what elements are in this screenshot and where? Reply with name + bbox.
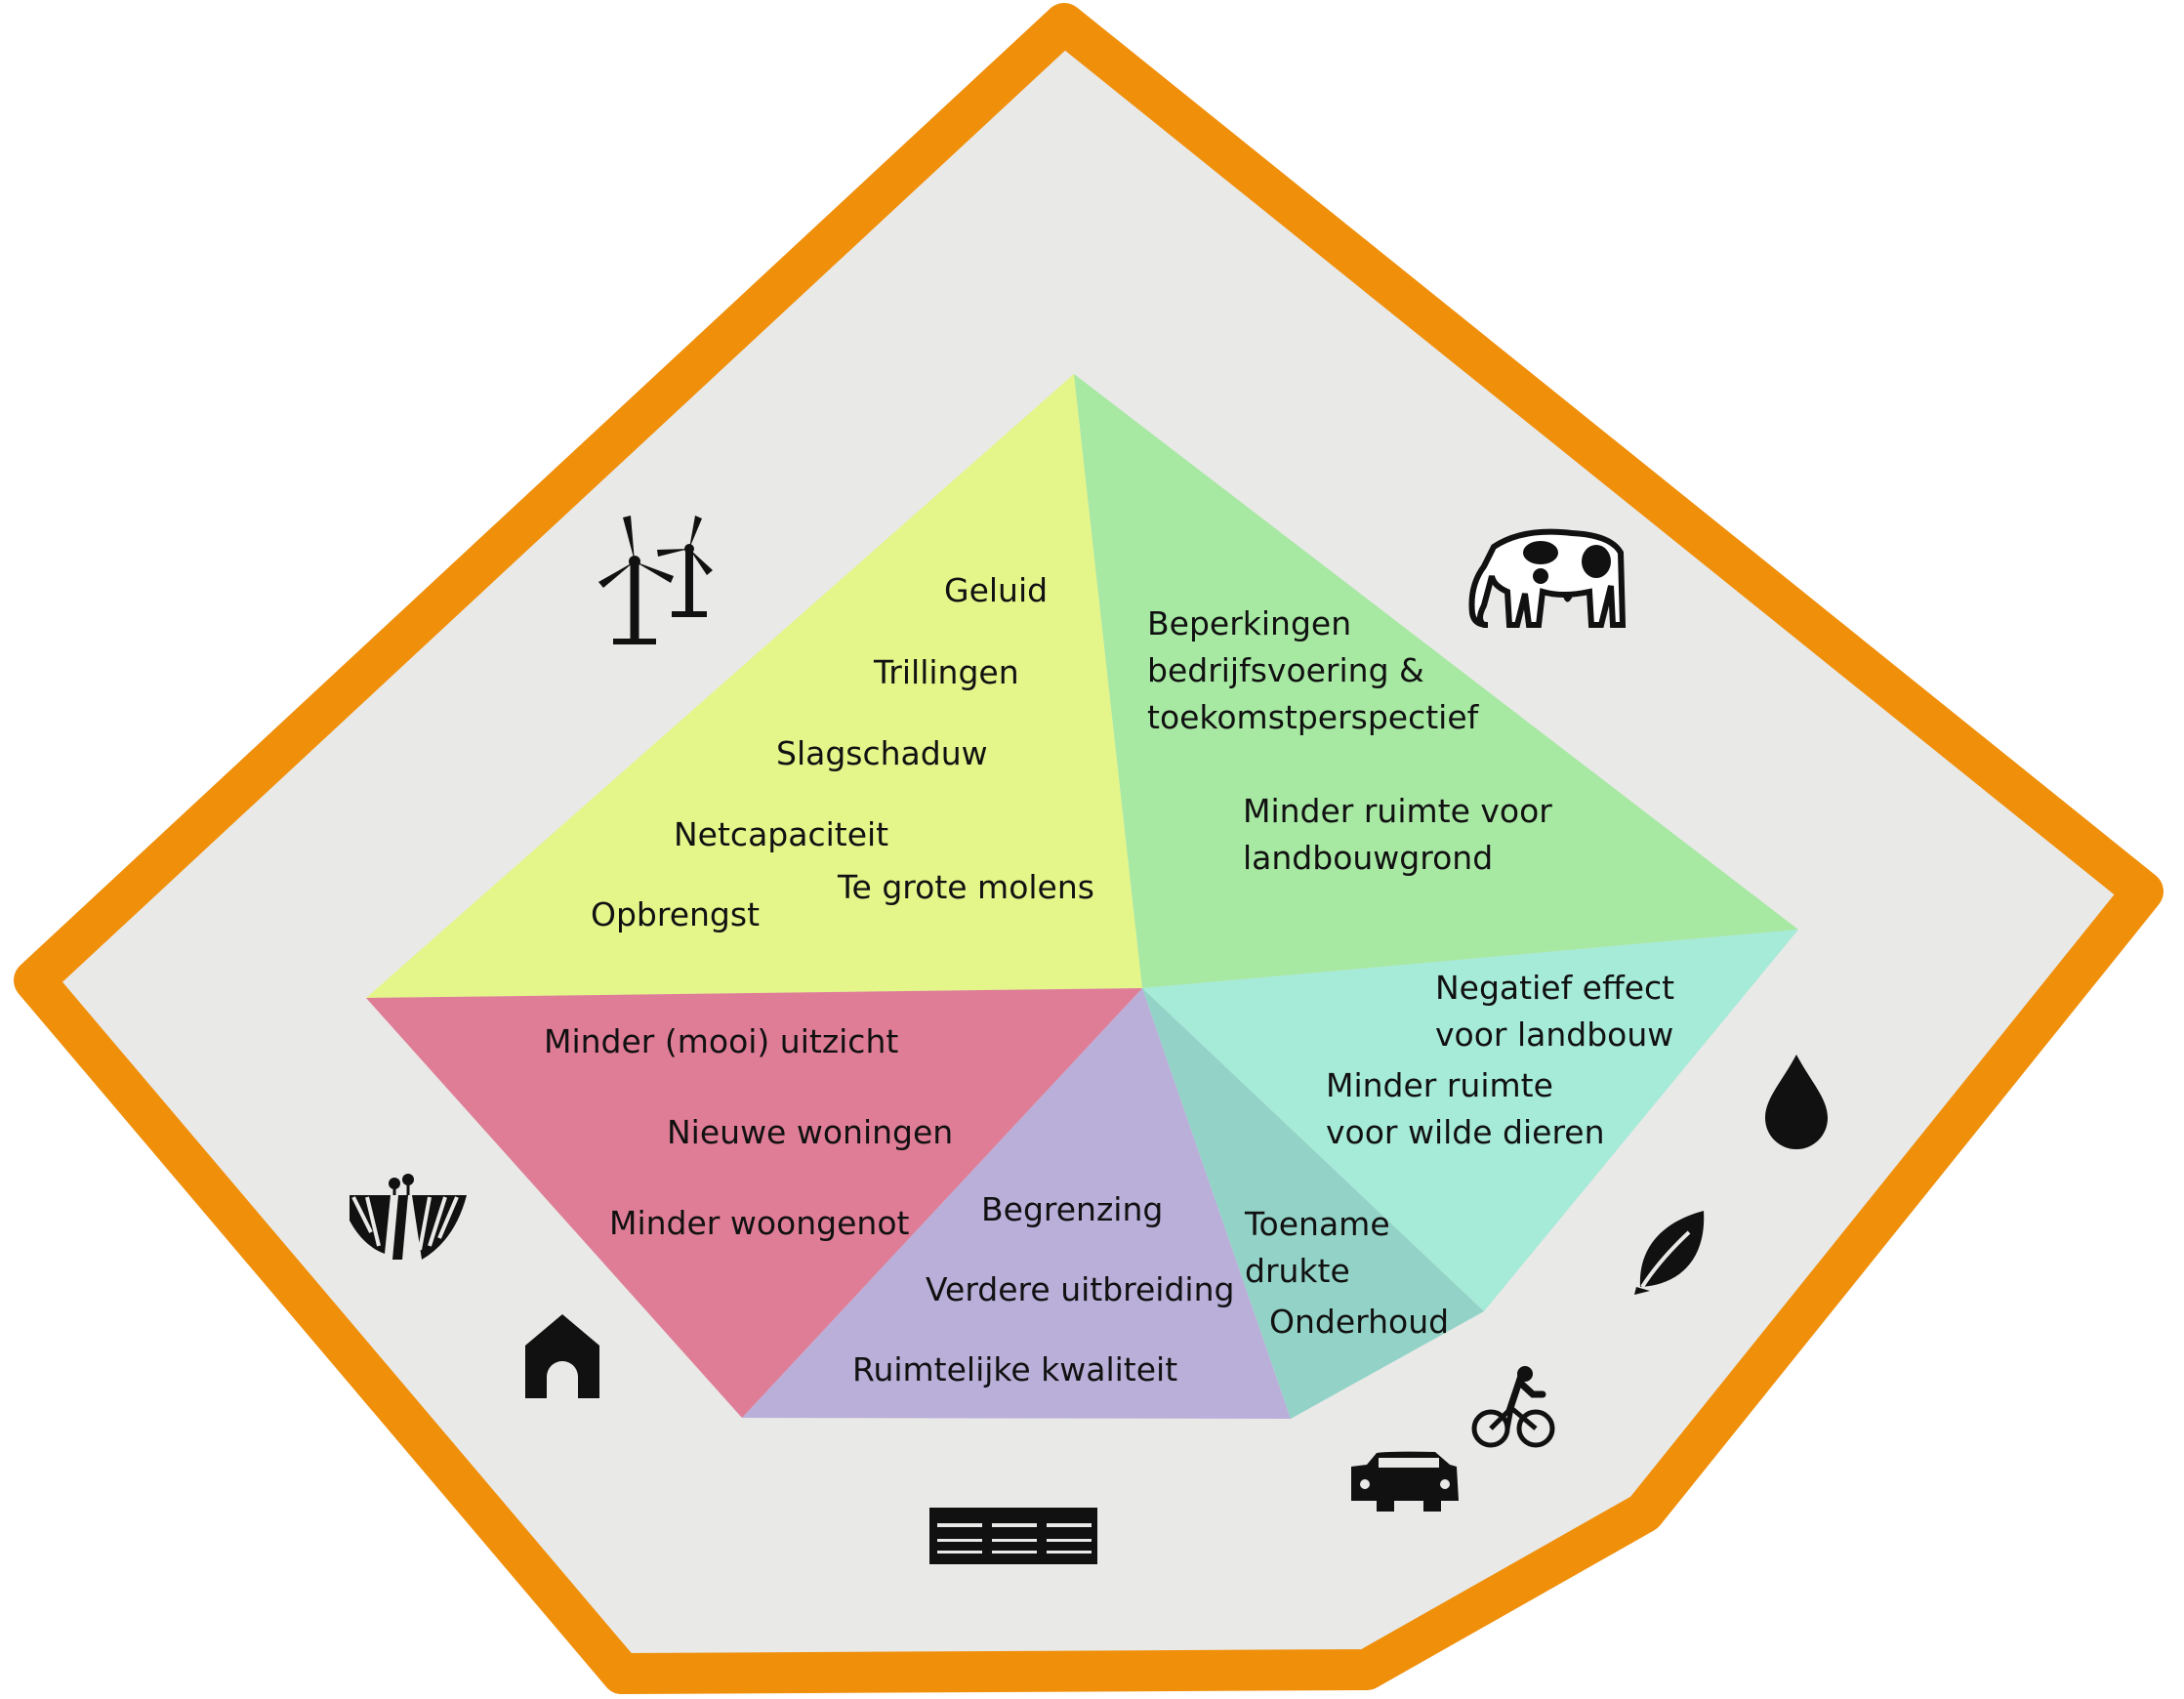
label-mobility-2: drukte: [1245, 1252, 1350, 1290]
bicycle-icon: [1471, 1366, 1555, 1448]
label-mobility-3: Onderhoud: [1269, 1303, 1449, 1341]
label-agriculture-2: bedrijfsvoering &: [1147, 651, 1424, 689]
water-drop-icon: [1765, 1055, 1828, 1149]
label-energy-1: Geluid: [944, 571, 1048, 609]
label-energy-5: Opbrengst: [591, 895, 760, 933]
label-living-2: Nieuwe woningen: [667, 1113, 953, 1151]
label-living-3: Minder woongenot: [609, 1204, 910, 1242]
sector-living: [366, 988, 1142, 1418]
sector-agriculture: [1074, 374, 1798, 988]
label-agriculture-4: Minder ruimte voor: [1243, 792, 1552, 830]
labels-living: Minder (mooi) uitzicht Nieuwe woningen M…: [544, 1022, 953, 1242]
label-industry-1: Begrenzing: [981, 1190, 1163, 1228]
label-energy-4: Netcapaciteit: [674, 815, 888, 853]
sector-nature: [1142, 930, 1798, 1311]
house-icon: [525, 1314, 599, 1398]
labels-mobility: Toename drukte Onderhoud: [1244, 1205, 1449, 1341]
label-industry-2: Verdere uitbreiding: [926, 1270, 1234, 1308]
sector-mobility: [1142, 988, 1484, 1419]
sector-energy: [366, 374, 1142, 998]
label-industry-3: Ruimtelijke kwaliteit: [852, 1350, 1177, 1388]
labels-industry: Begrenzing Verdere uitbreiding Ruimtelij…: [852, 1190, 1234, 1388]
landscape-icon: [350, 1174, 467, 1260]
label-agriculture-5: landbouwgrond: [1243, 839, 1493, 877]
label-living-1: Minder (mooi) uitzicht: [544, 1022, 898, 1060]
labels-nature: Negatief effect voor landbouw Minder rui…: [1326, 969, 1674, 1151]
labels-agriculture: Beperkingen bedrijfsvoering & toekomstpe…: [1147, 604, 1552, 877]
label-nature-1: Negatief effect: [1435, 969, 1674, 1007]
leaf-icon: [1634, 1211, 1705, 1295]
label-energy-3: Slagschaduw: [776, 734, 988, 772]
sector-industry: [742, 988, 1291, 1419]
wind-turbines-icon: [598, 516, 713, 644]
label-energy-6: Te grote molens: [837, 868, 1094, 906]
cow-icon: [1468, 528, 1627, 628]
industrial-building-icon: [929, 1508, 1097, 1564]
label-nature-2: voor landbouw: [1435, 1015, 1673, 1054]
label-mobility-1: Toename: [1244, 1205, 1390, 1243]
car-icon: [1351, 1451, 1459, 1512]
labels-energy: Geluid Trillingen Slagschaduw Netcapacit…: [591, 571, 1094, 933]
label-nature-3: Minder ruimte: [1326, 1066, 1553, 1104]
label-nature-4: voor wilde dieren: [1326, 1113, 1605, 1151]
label-agriculture-3: toekomstperspectief: [1147, 698, 1480, 736]
inner-pentagon: [366, 374, 1798, 1419]
label-agriculture-1: Beperkingen: [1147, 604, 1351, 642]
label-energy-2: Trillingen: [873, 653, 1019, 691]
